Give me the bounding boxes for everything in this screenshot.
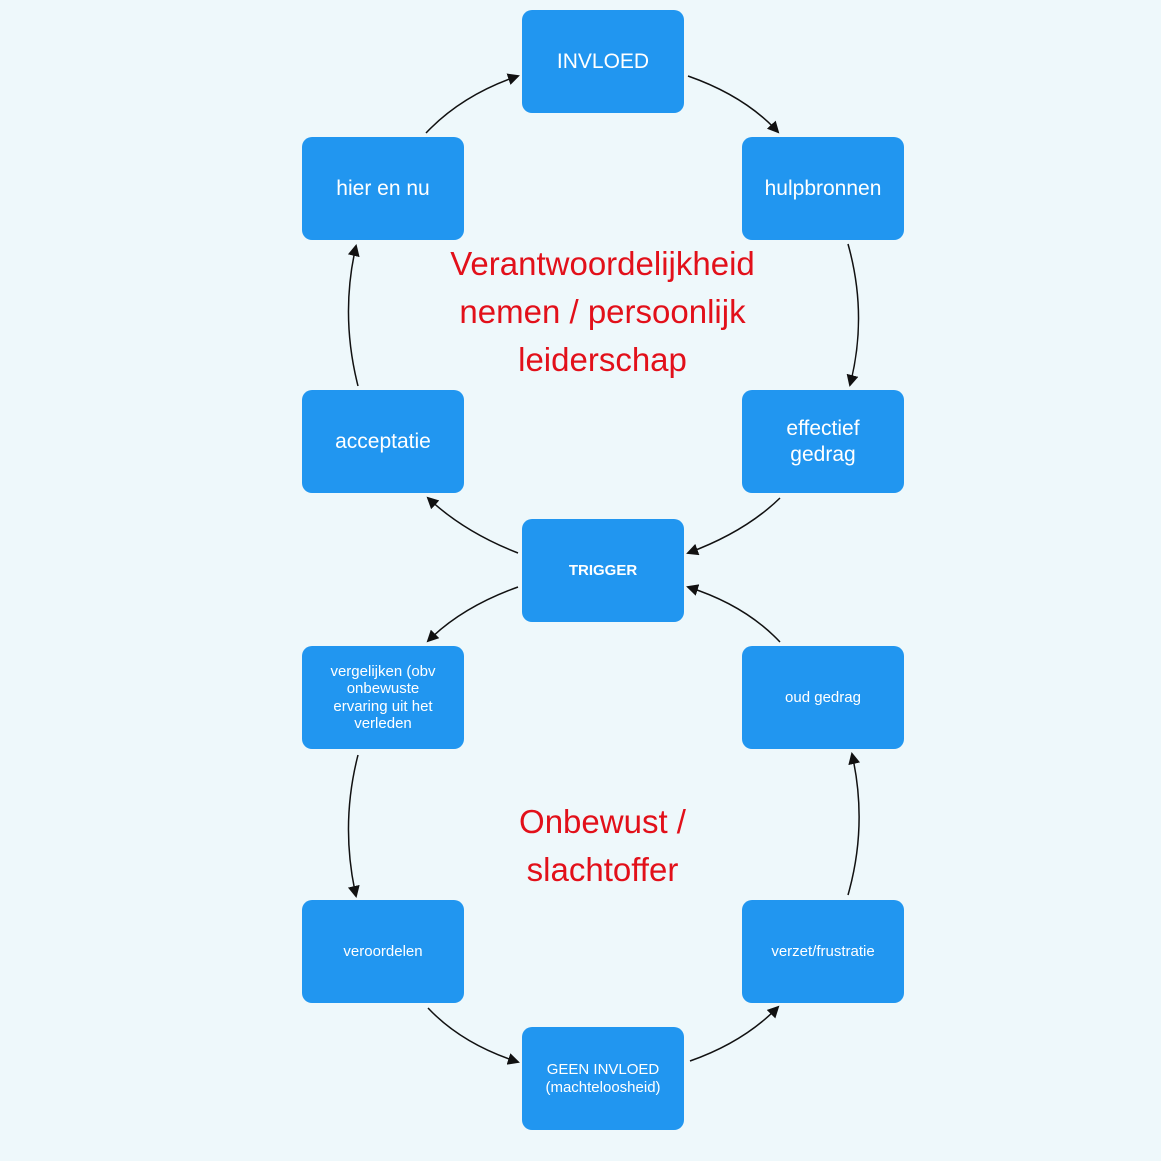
node-hulpbronnen: hulpbronnen — [742, 137, 904, 240]
arrow-hulpbronnen-to-effectief — [846, 243, 860, 387]
node-geen-invloed: GEEN INVLOED (machteloosheid) — [522, 1027, 684, 1130]
top-cycle-label: Verantwoordelijkheid nemen / persoonlijk… — [450, 245, 755, 378]
node-acceptatie: acceptatie — [302, 390, 464, 493]
node-hier-en-nu: hier en nu — [302, 137, 464, 240]
node-vergelijken: vergelijken (obv onbewuste ervaring uit … — [302, 646, 464, 749]
node-verzet-frustratie: verzet/frustratie — [742, 900, 904, 1003]
arrow-geeninvloed-to-verzet — [689, 1005, 780, 1062]
node-trigger: TRIGGER — [522, 519, 684, 622]
bottom-cycle-label: Onbewust / slachtoffer — [519, 803, 686, 888]
node-effectief-gedrag: effectief gedrag — [742, 390, 904, 493]
arrow-hiernu-to-invloed — [425, 73, 520, 134]
arrow-verzet-to-oudgedrag — [847, 752, 861, 896]
arrow-vergelijken-to-veroordelen — [347, 754, 360, 898]
arrow-acceptatie-to-hiernu — [347, 244, 360, 387]
node-veroordelen: veroordelen — [302, 900, 464, 1003]
arrow-veroordelen-to-geeninvloed — [427, 1007, 520, 1065]
node-oud-gedrag: oud gedrag — [742, 646, 904, 749]
arrow-invloed-to-hulpbronnen — [687, 75, 780, 134]
arrow-trigger-to-vergelijken — [426, 586, 519, 643]
node-invloed: INVLOED — [522, 10, 684, 113]
arrow-oudgedrag-to-trigger — [686, 584, 781, 643]
arrow-trigger-to-acceptatie — [426, 496, 519, 554]
arrow-effectief-to-trigger — [686, 497, 781, 556]
